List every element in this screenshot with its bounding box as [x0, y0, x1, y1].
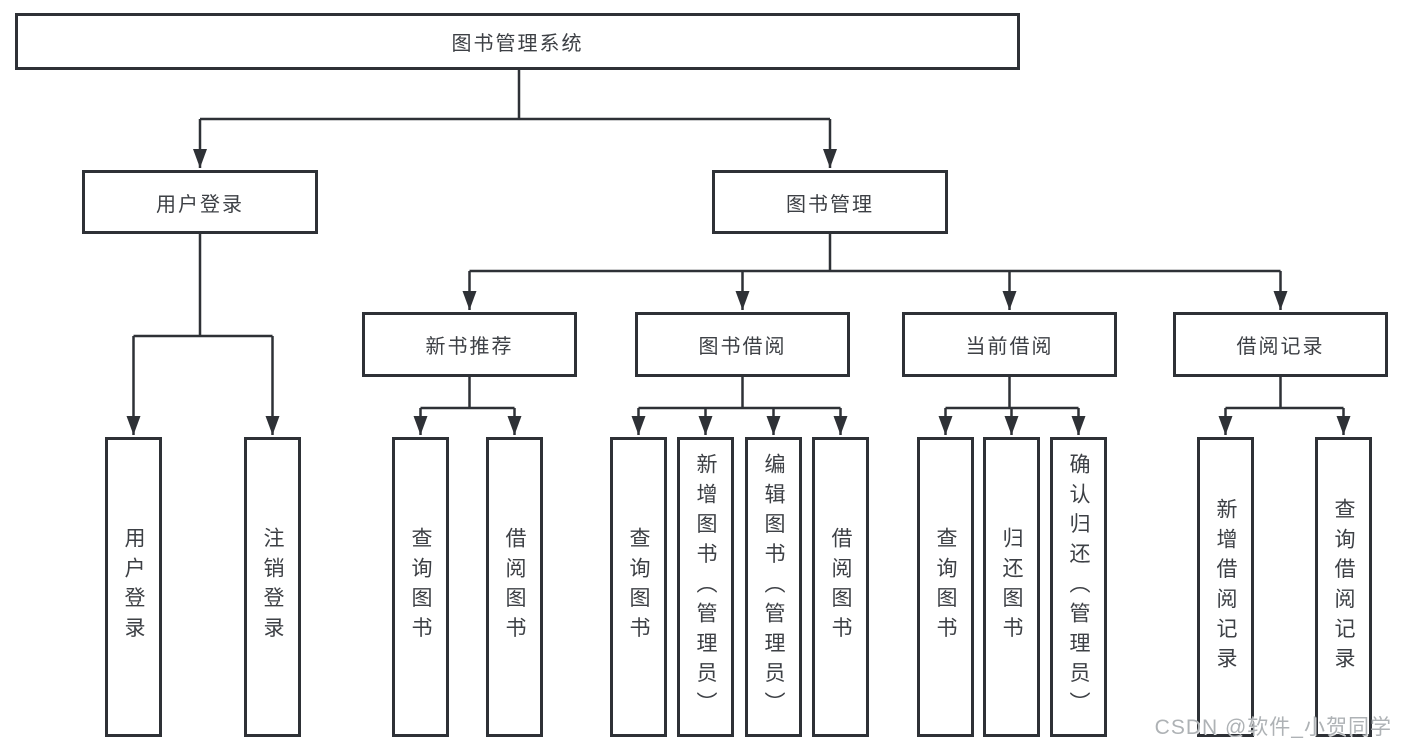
node-label: 借阅图书: [503, 527, 526, 647]
node-user-login: 用户登录: [82, 170, 318, 234]
node-label: 用户登录: [122, 527, 145, 647]
leaf-query-book-3: 查询图书: [917, 437, 974, 737]
node-label: 新增借阅记录: [1214, 497, 1237, 677]
node-book-borrow: 图书借阅: [635, 312, 850, 377]
node-label: 图书借阅: [698, 336, 787, 358]
leaf-borrow-book-2: 借阅图书: [812, 437, 869, 737]
leaf-user-login: 用户登录: [105, 437, 162, 737]
node-label: 用户登录: [156, 193, 244, 216]
node-label: 编辑图书（管理员）: [762, 452, 785, 722]
leaf-logout: 注销登录: [244, 437, 301, 737]
node-label: 图书管理: [786, 193, 874, 216]
node-current-borrow: 当前借阅: [902, 312, 1117, 377]
leaf-edit-book-admin: 编辑图书（管理员）: [745, 437, 802, 737]
leaf-query-book-1: 查询图书: [392, 437, 449, 737]
node-book-management: 图书管理: [712, 170, 948, 234]
leaf-borrow-book-1: 借阅图书: [486, 437, 543, 737]
node-label: 查询图书: [409, 527, 432, 647]
leaf-add-borrow-record: 新增借阅记录: [1197, 437, 1254, 737]
node-new-book-recommend: 新书推荐: [362, 312, 577, 377]
watermark-text: CSDN @软件_小贺同学: [1154, 716, 1392, 739]
node-label: 借阅记录: [1236, 336, 1325, 358]
leaf-return-book: 归还图书: [983, 437, 1040, 737]
node-label: 当前借阅: [965, 336, 1054, 358]
node-label: 查询借阅记录: [1332, 497, 1355, 677]
leaf-add-book-admin: 新增图书（管理员）: [677, 437, 734, 737]
node-label: 新增图书（管理员）: [694, 452, 717, 722]
node-label: 归还图书: [1000, 527, 1023, 647]
node-label: 查询图书: [934, 527, 957, 647]
leaf-confirm-return-admin: 确认归还（管理员）: [1050, 437, 1107, 737]
node-borrow-records: 借阅记录: [1173, 312, 1388, 377]
node-label: 查询图书: [627, 527, 650, 647]
leaf-query-borrow-record: 查询借阅记录: [1315, 437, 1372, 737]
node-label: 新书推荐: [425, 336, 514, 358]
node-label: 图书管理系统: [451, 33, 584, 55]
leaf-query-book-2: 查询图书: [610, 437, 667, 737]
node-library-system: 图书管理系统: [15, 13, 1020, 70]
node-label: 确认归还（管理员）: [1067, 452, 1090, 722]
node-label: 借阅图书: [829, 527, 852, 647]
node-label: 注销登录: [261, 527, 284, 647]
connector-trunks: [133, 70, 1344, 410]
